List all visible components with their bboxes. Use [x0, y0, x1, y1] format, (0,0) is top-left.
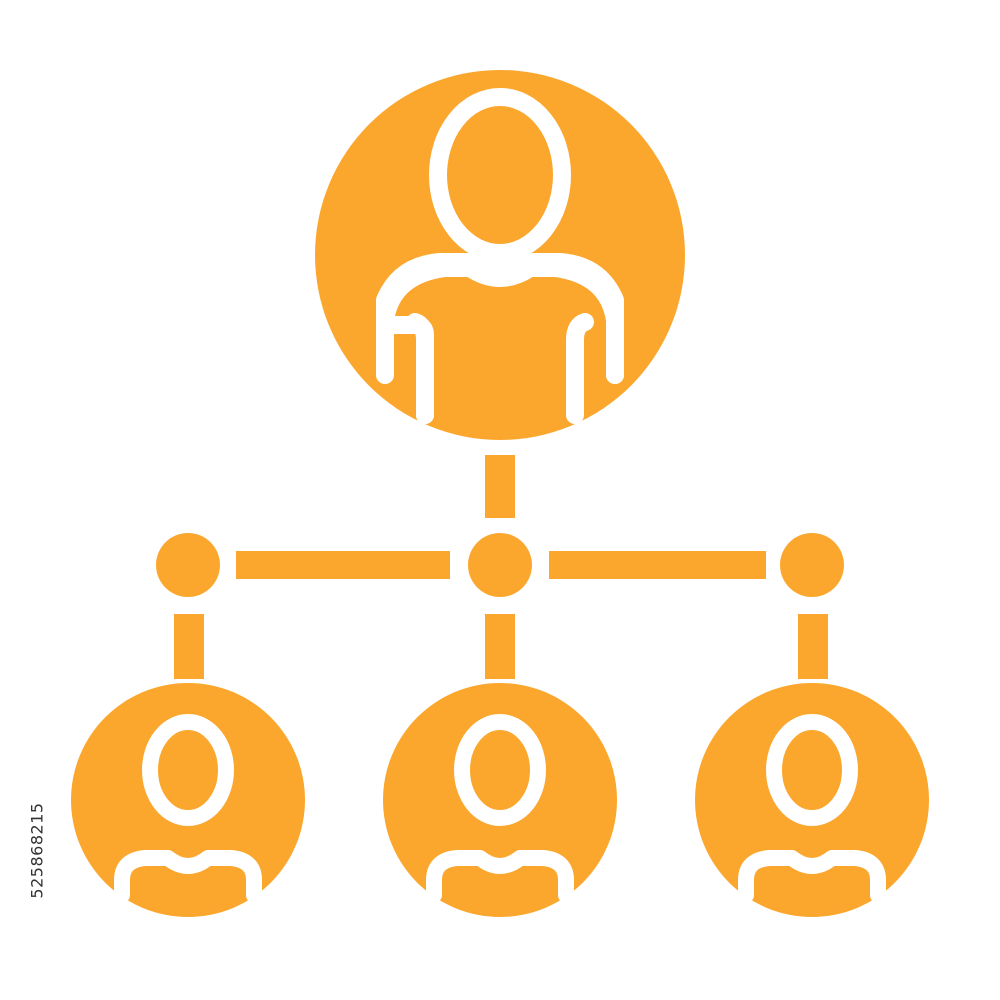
junction-dot-center [468, 533, 532, 597]
junction-dot-left [156, 533, 220, 597]
top-person-node [315, 70, 685, 440]
junction-dots [156, 533, 844, 597]
hierarchy-connectors [174, 455, 828, 679]
bottom-person-node-left [71, 683, 305, 917]
bottom-person-node-right [695, 683, 929, 917]
stock-id-watermark: 525868215 [22, 700, 52, 1000]
junction-dot-right [780, 533, 844, 597]
bottom-person-node-center [383, 683, 617, 917]
stock-id-text: 525868215 [27, 801, 47, 899]
